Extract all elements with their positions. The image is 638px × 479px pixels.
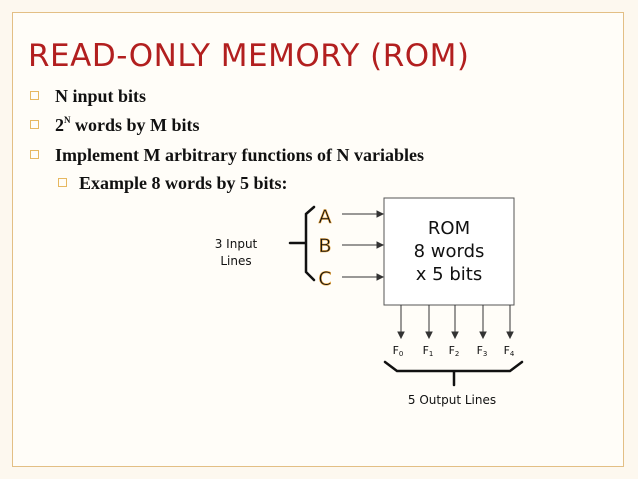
rom-bits-label: x 5 bits bbox=[416, 264, 482, 285]
input-letter-b: B bbox=[318, 235, 331, 257]
bullet-marker-icon bbox=[30, 150, 39, 159]
rom-box bbox=[383, 197, 515, 306]
rom-words-label: 8 words bbox=[414, 241, 485, 262]
rom-label: ROM bbox=[428, 218, 470, 239]
input-arrows bbox=[342, 210, 385, 281]
output-arrows bbox=[397, 305, 514, 340]
output-label-f1: F1 bbox=[423, 344, 434, 358]
output-label-f2: F2 bbox=[449, 344, 460, 358]
bullet-item-sub: Example 8 words by 5 bits: bbox=[58, 173, 288, 194]
bullet-marker-icon bbox=[30, 91, 39, 100]
output-label-f3: F3 bbox=[477, 344, 488, 358]
slide-frame bbox=[12, 12, 624, 467]
input-brace bbox=[288, 205, 316, 282]
input-label: 3 Input bbox=[215, 237, 258, 251]
slide-title: Read-Only Memory (ROM) bbox=[28, 38, 470, 74]
output-label-f0: F0 bbox=[393, 344, 404, 358]
input-label: Lines bbox=[220, 254, 251, 268]
output-brace bbox=[383, 360, 524, 387]
bullet-marker-icon bbox=[58, 178, 67, 187]
bullet-item: 2N words by M bits bbox=[30, 115, 200, 136]
input-letter-a: A bbox=[319, 206, 332, 228]
output-lines-label: 5 Output Lines bbox=[408, 393, 496, 407]
bullet-item: Implement M arbitrary functions of N var… bbox=[30, 145, 424, 166]
input-letter-c: C bbox=[318, 268, 331, 290]
bullet-marker-icon bbox=[30, 120, 39, 129]
output-label-f4: F4 bbox=[504, 344, 515, 358]
bullet-item: N input bits bbox=[30, 86, 146, 107]
